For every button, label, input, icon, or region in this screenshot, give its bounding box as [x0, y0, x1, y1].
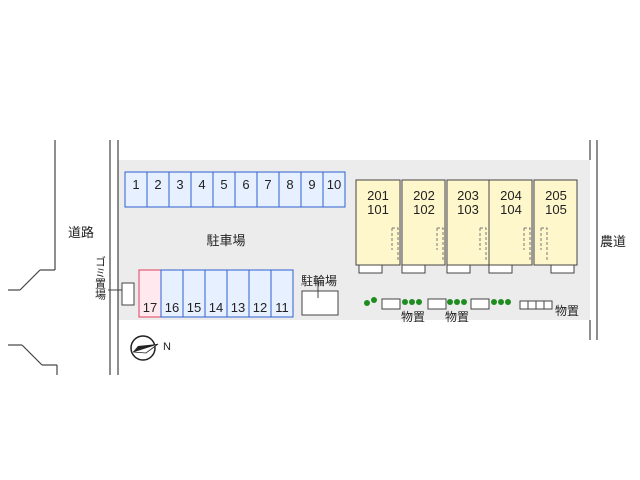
unit-number-lower: 102 [413, 202, 435, 217]
parking-label: 駐車場 [206, 234, 245, 249]
unit [488, 179, 533, 266]
parking-number: 14 [209, 300, 223, 315]
parking-number: 10 [327, 177, 341, 192]
entrance-step [446, 264, 471, 274]
road-label-left: 道路 [68, 225, 94, 241]
landscaping [364, 297, 511, 306]
parking-number: 1 [132, 177, 139, 192]
parking-number: 15 [187, 300, 201, 315]
unit-number-upper: 202 [413, 188, 435, 203]
road-label-right: 農道 [600, 235, 626, 250]
bicycle-parking-label: 駐輪場 [301, 273, 337, 288]
parking-top-row: 1 2 3 4 5 6 7 8 9 10 [124, 171, 346, 208]
unit [533, 179, 578, 266]
parking-space [270, 269, 294, 318]
parking-number: 13 [231, 300, 245, 315]
unit [355, 179, 401, 266]
parking-space [322, 171, 346, 208]
unit-number-upper: 203 [457, 188, 479, 203]
parking-number: 6 [242, 177, 249, 192]
road-lines [8, 140, 598, 375]
building: 201 101 202 102 203 103 204 104 205 105 [355, 179, 578, 274]
unit-number-lower: 101 [367, 202, 389, 217]
entrance-step [358, 264, 383, 274]
entrance-step [401, 264, 426, 274]
parking-number: 11 [275, 300, 289, 315]
north-label: N [163, 341, 171, 353]
parking-number: 3 [176, 177, 183, 192]
parking-number: 17 [143, 300, 157, 315]
parking-number: 7 [264, 177, 271, 192]
storage-row [519, 300, 553, 310]
storage-label: 物置 [445, 310, 469, 324]
garbage-box [121, 282, 135, 306]
bicycle-parking-area [301, 290, 339, 316]
unit-number-lower: 105 [545, 202, 567, 217]
parking-number: 5 [220, 177, 227, 192]
unit [401, 179, 446, 266]
north-arrow-icon [130, 335, 159, 361]
unit-number-upper: 204 [500, 188, 522, 203]
parking-number: 9 [308, 177, 315, 192]
storage-label: 物置 [401, 310, 425, 324]
parking-number: 12 [253, 300, 267, 315]
storage-box [470, 298, 490, 310]
parking-number: 8 [286, 177, 293, 192]
unit-number-lower: 103 [457, 202, 479, 217]
parking-number: 2 [154, 177, 161, 192]
parking-bottom-row: 17 16 15 14 13 12 11 [138, 269, 294, 318]
storage-label: 物置 [555, 304, 579, 318]
unit-number-lower: 104 [500, 202, 522, 217]
entrance-step [550, 264, 575, 274]
storage-box [427, 298, 447, 310]
unit-number-upper: 205 [545, 188, 567, 203]
garbage-label: ゴミ置場 [94, 255, 107, 301]
storage-box [381, 298, 401, 310]
unit [446, 179, 490, 266]
parking-number: 4 [198, 177, 205, 192]
parking-number: 16 [165, 300, 179, 315]
entrance-step [488, 264, 513, 274]
unit-number-upper: 201 [367, 188, 389, 203]
